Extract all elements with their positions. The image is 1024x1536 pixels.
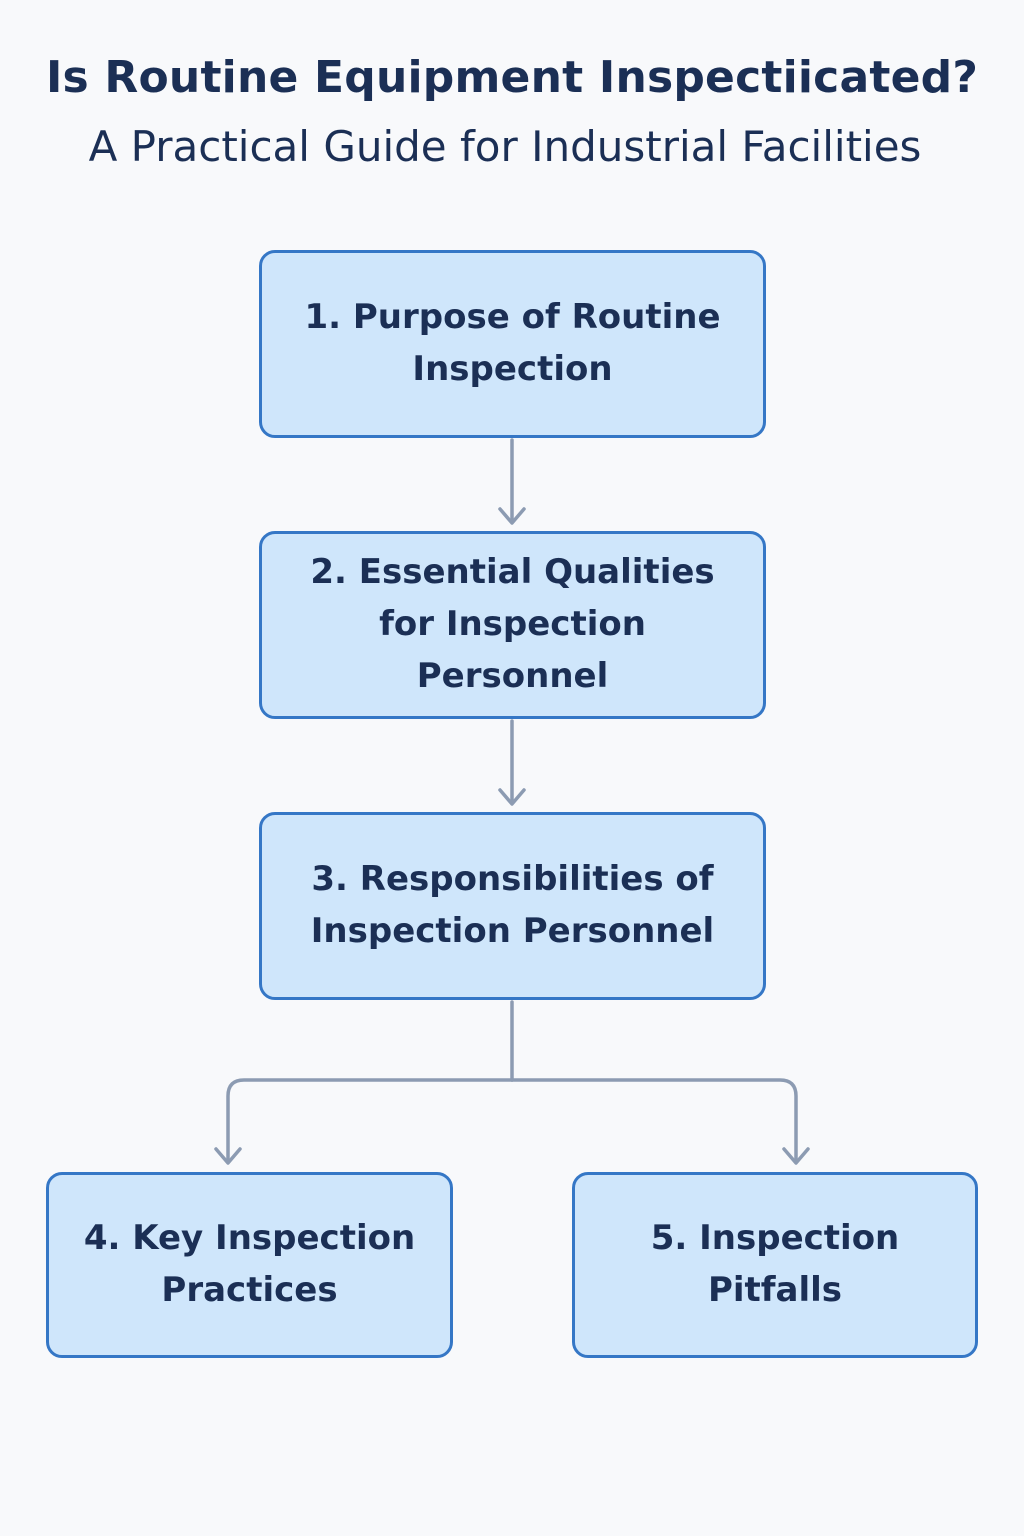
step-5-label: 5. Inspection Pitfalls — [650, 1218, 900, 1310]
step-2-label: 2. Essential Qualities for Inspection Pe… — [310, 552, 715, 696]
step-4-label: 4. Key Inspection Practices — [83, 1218, 416, 1310]
branch-connector — [214, 1000, 810, 1165]
arrow-3-to-5 — [782, 1147, 810, 1165]
step-2-box: 2. Essential Qualities for Inspection Pe… — [259, 531, 766, 719]
arrow-2-to-3 — [498, 719, 526, 806]
step-1-label: 1. Purpose of Routine Inspection — [304, 297, 721, 389]
page-title: Is Routine Equipment Inspectiicated? — [45, 52, 979, 103]
step-5-box: 5. Inspection Pitfalls — [572, 1172, 978, 1358]
step-3-box: 3. Responsibilities of Inspection Person… — [259, 812, 766, 1000]
arrow-3-to-4 — [214, 1147, 242, 1165]
page-subtitle: A Practical Guide for Industrial Facilit… — [88, 122, 922, 171]
step-4-box: 4. Key Inspection Practices — [46, 1172, 453, 1358]
step-3-label: 3. Responsibilities of Inspection Person… — [310, 859, 715, 951]
step-1-box: 1. Purpose of Routine Inspection — [259, 250, 766, 438]
arrow-1-to-2 — [498, 438, 526, 525]
